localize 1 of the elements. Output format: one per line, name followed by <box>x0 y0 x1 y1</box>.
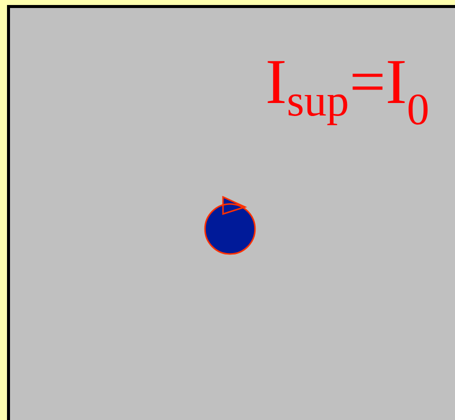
formula-label: I$_{sup}$=I$_{0}$ <box>268 61 428 126</box>
